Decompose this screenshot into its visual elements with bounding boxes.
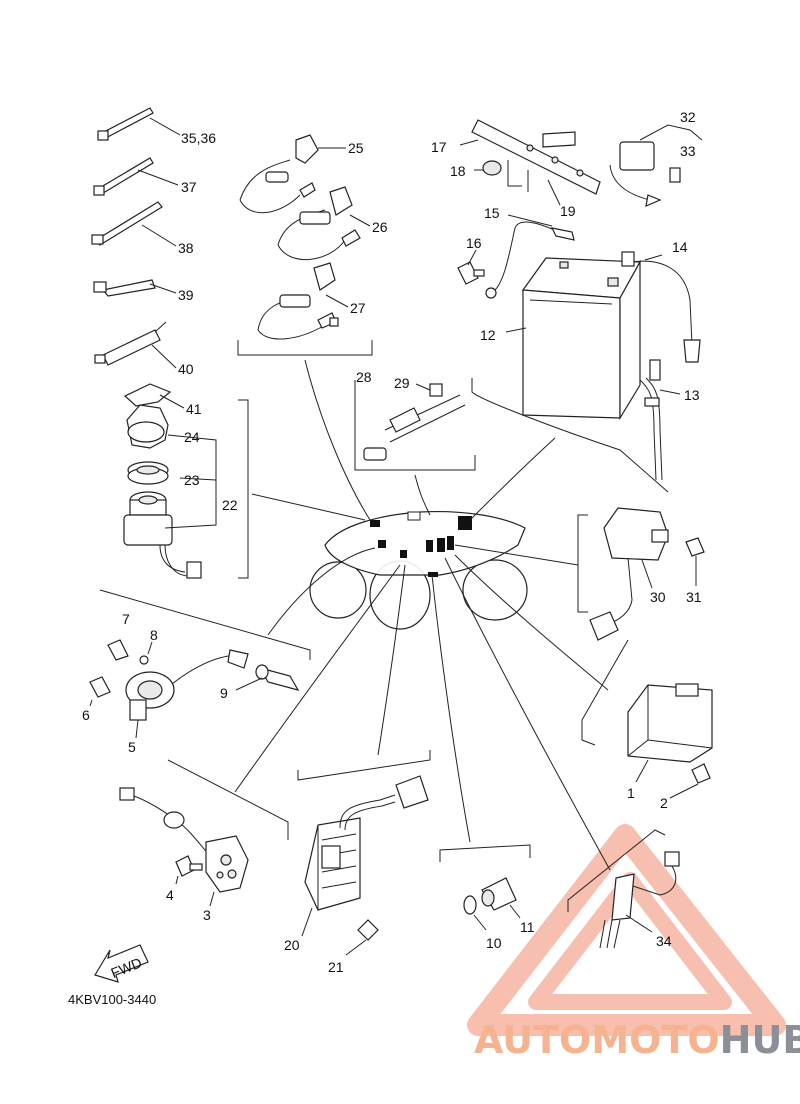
callout-10: 10	[486, 935, 502, 951]
plug-cap-9	[255, 664, 300, 691]
bolt-21	[357, 919, 379, 941]
cable-tie-38	[91, 201, 163, 246]
callout-40: 40	[178, 361, 194, 377]
callout-26: 26	[372, 219, 388, 235]
callout-8: 8	[150, 627, 158, 643]
cable-tie-35-36	[97, 107, 154, 141]
callout-23: 23	[184, 472, 200, 488]
rectifier-regulator-20	[304, 775, 429, 911]
callout-4: 4	[166, 887, 174, 903]
bolt-4	[175, 855, 203, 877]
callout-14: 14	[672, 239, 688, 255]
bracket-5-9	[99, 589, 311, 660]
bracket-20	[297, 750, 431, 781]
bracket-34	[567, 829, 666, 912]
cable-tie-37	[93, 157, 154, 196]
callout-38: 38	[178, 240, 194, 256]
vehicle-outline	[309, 511, 528, 630]
callout-12: 12	[480, 327, 496, 343]
callout-1: 1	[627, 785, 635, 801]
bolts-6-7	[89, 639, 129, 698]
callout-28: 28	[356, 369, 372, 385]
callout-2: 2	[660, 795, 668, 811]
callout-15: 15	[484, 205, 500, 221]
callout-25: 25	[348, 140, 364, 156]
callout-9: 9	[220, 685, 228, 701]
callout-17: 17	[431, 139, 447, 155]
callout-27: 27	[350, 300, 366, 316]
callout-22: 22	[222, 497, 238, 513]
bracket-30	[577, 514, 588, 613]
nut-23	[127, 461, 169, 485]
bracket-10-11	[439, 844, 531, 862]
callout-13: 13	[684, 387, 700, 403]
bracket-22-23-24	[164, 434, 217, 529]
lead-wire-25	[239, 134, 319, 214]
callout-34: 34	[656, 933, 672, 949]
callout-39: 39	[178, 287, 194, 303]
band-40	[94, 321, 167, 366]
watermark-part1: AUTOMOTO	[474, 1018, 720, 1062]
thermo-switch-11	[481, 877, 517, 911]
fwd-arrow-icon	[94, 944, 149, 983]
watermark-triangle	[467, 824, 786, 1036]
callout-33: 33	[680, 143, 696, 159]
main-switch-22	[123, 491, 202, 579]
bolt-16	[457, 261, 485, 285]
lead-wire-27	[257, 262, 339, 340]
bracket-25-27	[237, 340, 373, 356]
callout-31: 31	[686, 589, 702, 605]
callout-24: 24	[184, 429, 200, 445]
callout-29: 29	[394, 375, 410, 391]
relay-32-33	[609, 141, 681, 207]
callout-7: 7	[122, 611, 130, 627]
callout-37: 37	[181, 179, 197, 195]
clamp-39	[93, 279, 156, 297]
switch-cover-41	[123, 383, 172, 407]
pickup-coil-3	[119, 787, 249, 893]
watermark-part2: HUB	[719, 1018, 800, 1062]
bracket-12-14	[471, 378, 669, 493]
harness-28-29	[354, 380, 476, 471]
callout-35-36: 35,36	[181, 130, 216, 146]
bracket-3-4	[167, 759, 289, 840]
battery-12	[521, 257, 641, 421]
bracket-1	[581, 639, 629, 746]
callout-5: 5	[128, 739, 136, 755]
lead-wire-26	[277, 186, 361, 261]
bracket-17	[471, 119, 601, 195]
callout-3: 3	[203, 907, 211, 923]
callout-41: 41	[186, 401, 202, 417]
ignition-coil-30	[589, 507, 705, 641]
battery-lead-15	[485, 221, 575, 299]
cap-24	[126, 404, 169, 449]
battery-lead-14	[621, 251, 701, 363]
callout-19: 19	[560, 203, 576, 219]
damper-18	[482, 160, 502, 176]
callout-11: 11	[520, 919, 535, 935]
watermark-text: AUTOMOTOHUB	[474, 1018, 800, 1062]
coil-5	[125, 649, 249, 721]
callout-16: 16	[466, 235, 482, 251]
callout-20: 20	[284, 937, 300, 953]
callout-18: 18	[450, 163, 466, 179]
callout-21: 21	[328, 959, 344, 975]
washer-10	[463, 895, 477, 915]
leader-lines	[234, 359, 611, 871]
callout-labels: 35,36 37 38 39 40 41 24 23 22 25 26 27 2…	[68, 109, 703, 1007]
callout-30: 30	[650, 589, 666, 605]
diagram-code: 4KBV100-3440	[68, 992, 156, 1007]
callout-32: 32	[680, 109, 696, 125]
bracket-22-group	[238, 399, 249, 579]
cdi-unit-1	[627, 683, 713, 784]
callout-6: 6	[82, 707, 90, 723]
breather-hose-13	[639, 359, 663, 481]
switch-34	[599, 851, 680, 949]
washer-8	[139, 655, 149, 665]
